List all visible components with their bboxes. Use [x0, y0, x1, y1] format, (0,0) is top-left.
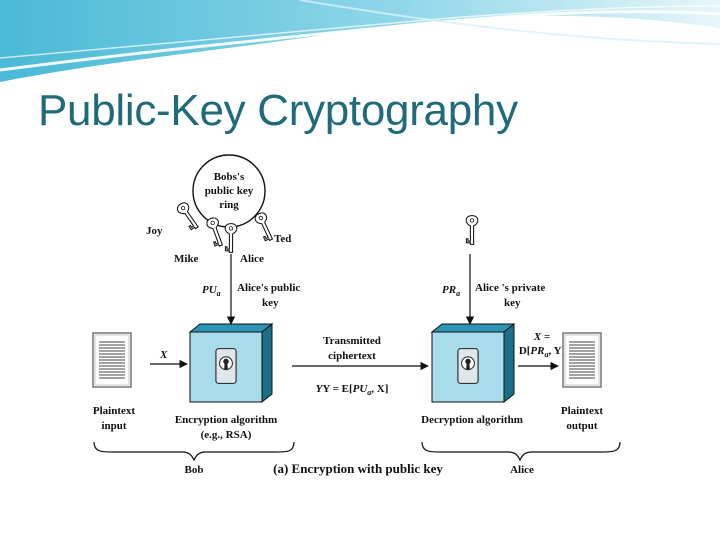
encryption-lock-icon	[215, 347, 237, 385]
diagram-caption: (a) Encryption with public key	[273, 461, 443, 476]
plaintext-input-label-line1: Plaintext	[93, 405, 135, 417]
key-ring-label-line1: Bobs's	[214, 171, 245, 183]
public-key-encryption-diagram: Bobs's public key ring Joy Mike Alice Te…	[92, 154, 621, 476]
bob-label: Bob	[185, 464, 204, 476]
key-ring-label-line3: ring	[219, 199, 239, 211]
transmitted-label-line2: ciphertext	[328, 350, 376, 362]
public-key-label-line2: key	[262, 297, 279, 309]
private-key-label-line1: Alice 's private	[475, 282, 545, 294]
key-owner-joy: Joy	[146, 225, 163, 237]
slide-title: Public-Key Cryptography	[38, 86, 518, 135]
alice-brace	[421, 441, 621, 462]
ciphertext-formula: YY = E[PUa, X]	[316, 383, 389, 397]
ted-key-icon	[252, 210, 277, 243]
alice-key-icon	[224, 223, 238, 253]
bob-brace	[93, 441, 295, 462]
plaintext-input-label-line2: input	[101, 420, 126, 432]
private-key-icon	[465, 215, 479, 245]
decryption-label: Decryption algorithm	[421, 414, 523, 426]
output-formula-line2: D[PRa, Y]	[519, 345, 565, 359]
alice-label: Alice	[510, 464, 534, 476]
output-formula-line1: X =	[533, 331, 550, 343]
plaintext-output-label-line1: Plaintext	[561, 405, 603, 417]
decryption-lock-icon	[457, 347, 479, 385]
public-key-symbol: PUa	[202, 284, 221, 298]
encryption-label-line2: (e.g., RSA)	[201, 429, 252, 441]
key-ring-label-line2: public key	[205, 185, 254, 197]
transmitted-label-line1: Transmitted	[323, 335, 381, 347]
plaintext-input-document-icon	[92, 332, 132, 388]
key-owner-alice: Alice	[240, 253, 264, 265]
private-key-symbol: PRa	[442, 284, 460, 298]
private-key-label-line2: key	[504, 297, 521, 309]
encryption-label-line1: Encryption algorithm	[175, 414, 277, 426]
input-symbol-x: X	[159, 349, 168, 361]
plaintext-output-document-icon	[562, 332, 602, 388]
key-owner-mike: Mike	[174, 253, 199, 265]
key-owner-ted: Ted	[274, 233, 291, 245]
plaintext-output-label-line2: output	[566, 420, 598, 432]
header-wave-decoration	[0, 0, 720, 82]
public-key-label-line1: Alice's public	[237, 282, 300, 294]
